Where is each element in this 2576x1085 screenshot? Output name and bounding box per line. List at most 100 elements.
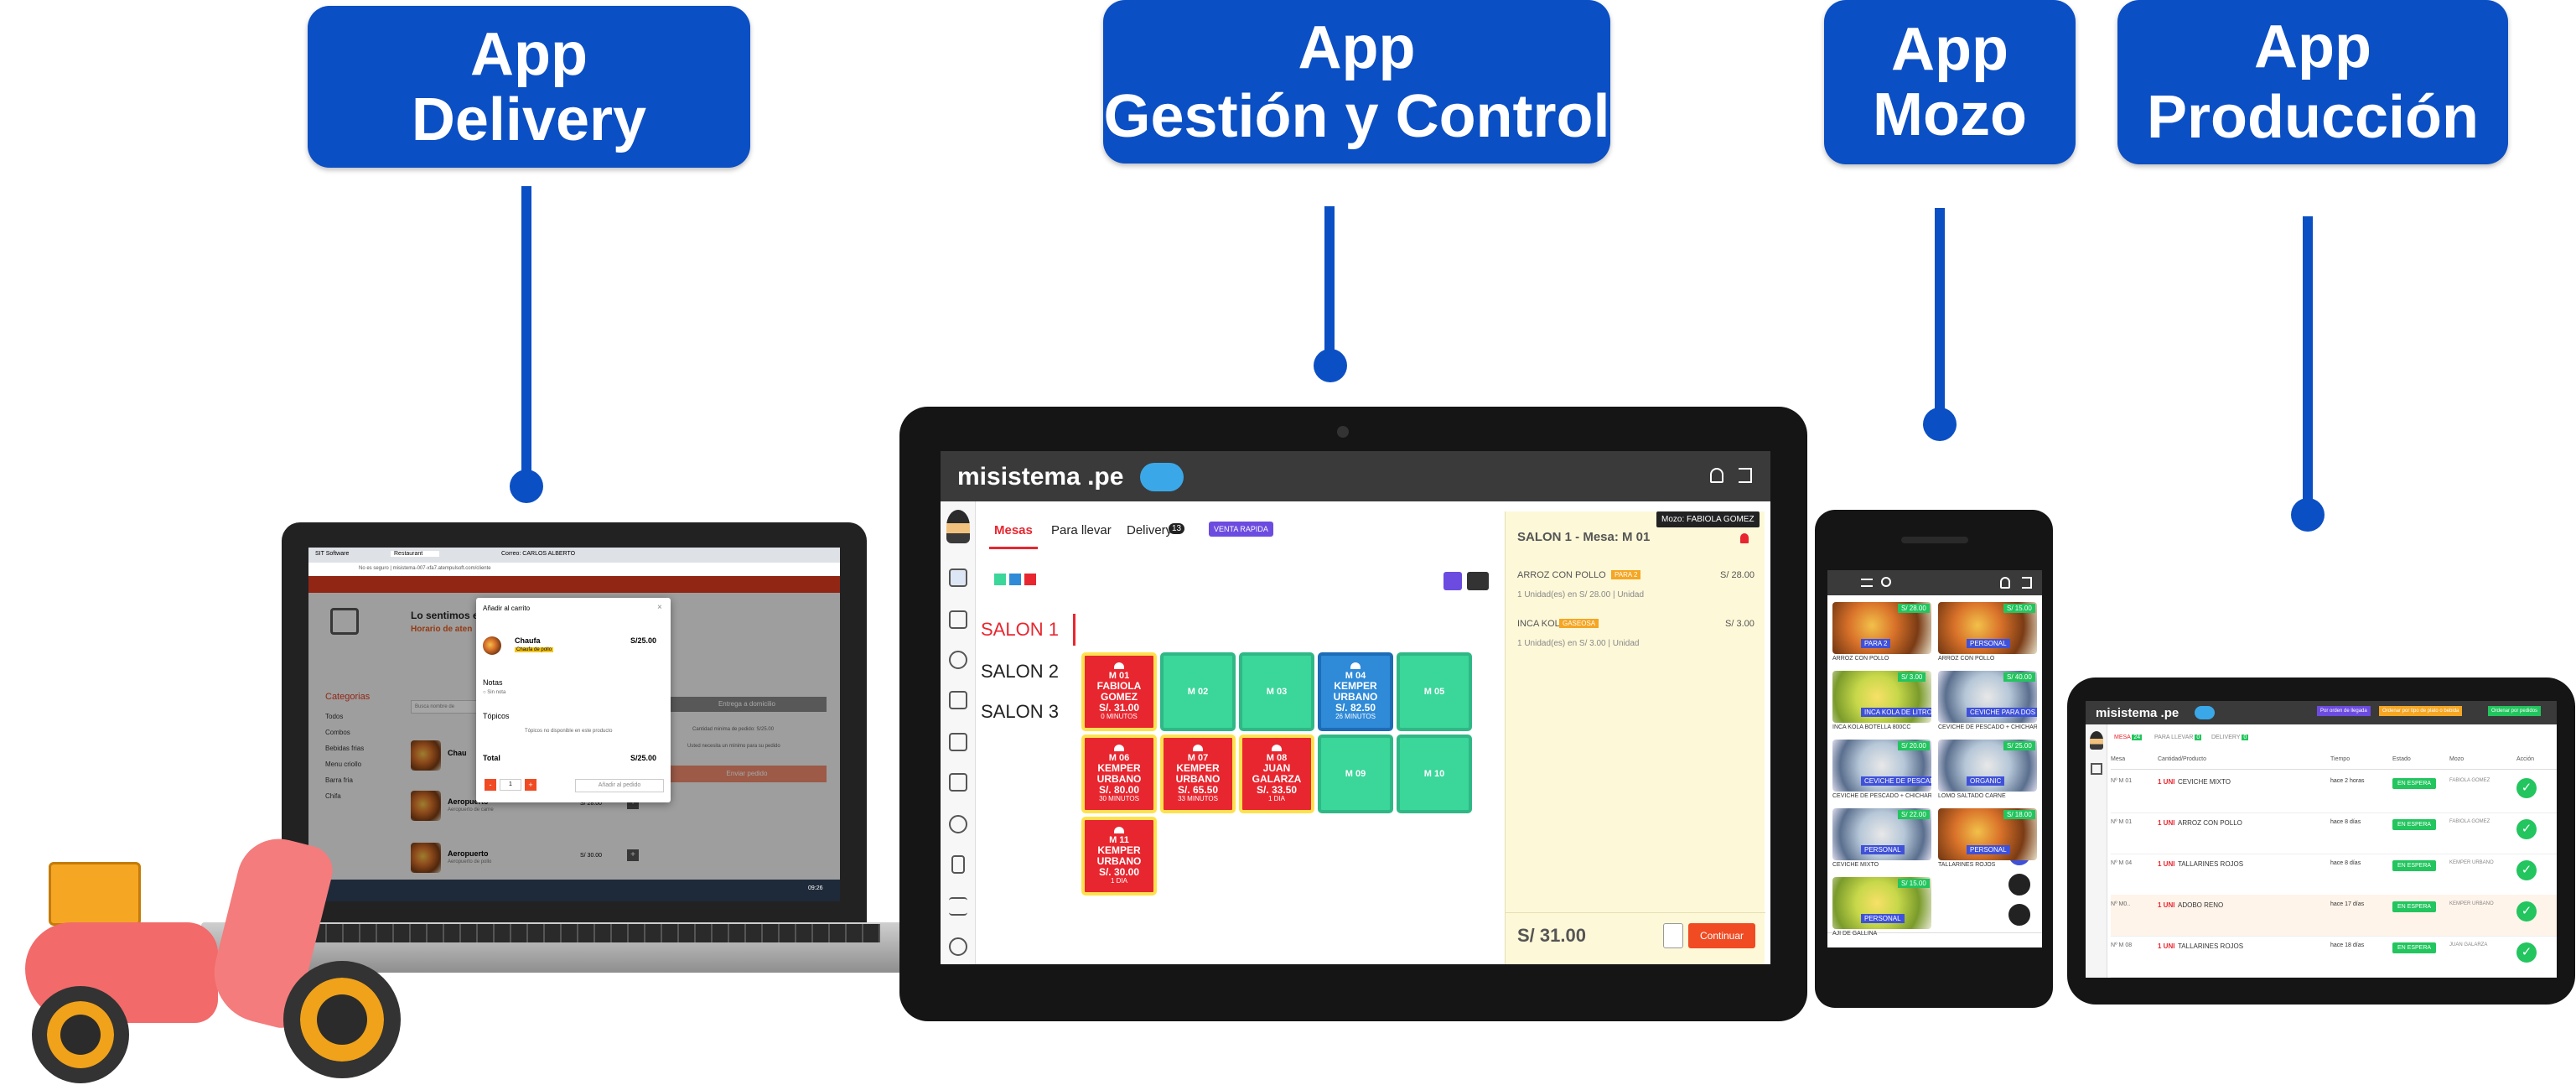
product-price: S/ 20.00 (1898, 741, 1930, 750)
delivery-button[interactable]: Entrega a domicilio (667, 697, 827, 712)
check-icon[interactable]: ✓ (2516, 778, 2537, 798)
check-icon[interactable]: ✓ (2516, 942, 2537, 963)
list-icon[interactable] (949, 897, 967, 916)
tab-count: 0 (2242, 735, 2249, 740)
logout-icon[interactable] (2022, 577, 2032, 589)
product-desc: Aeropuerto de pollo (448, 859, 492, 864)
status-badge[interactable]: EN ESPERA (2392, 860, 2437, 871)
check-icon[interactable]: ✓ (2516, 901, 2537, 921)
chef-icon[interactable] (949, 815, 967, 833)
undo-button[interactable] (1663, 923, 1683, 948)
layout-toggle-button[interactable] (1467, 572, 1489, 590)
status-badge[interactable]: EN ESPERA (2392, 778, 2437, 789)
tab-count: 0 (2195, 735, 2202, 740)
avatar[interactable] (946, 510, 970, 543)
browser-tab[interactable]: Correo: CARLOS ALBERTO (501, 551, 576, 557)
continue-button[interactable]: Continuar (1688, 923, 1755, 948)
tab-mesas[interactable]: Mesas (994, 523, 1033, 537)
qty-plus-button[interactable]: + (525, 779, 536, 791)
logout-icon[interactable] (1739, 468, 1752, 483)
product-name: TALLARINES ROJOS (1938, 862, 1996, 868)
browser-addressbar[interactable]: No es seguro | misistema-007-xfa7.atempu… (308, 563, 840, 576)
status-badge[interactable]: EN ESPERA (2392, 942, 2437, 953)
close-icon[interactable]: × (657, 603, 662, 612)
brand-title: misistema .pe (2096, 706, 2179, 720)
cart-icon[interactable] (949, 691, 967, 709)
qty-minus-button[interactable]: - (485, 779, 496, 791)
check-icon[interactable]: ✓ (2516, 860, 2537, 880)
legend-red (1024, 574, 1036, 585)
user-icon[interactable] (949, 651, 967, 669)
check-icon[interactable]: ✓ (2516, 819, 2537, 839)
qty-value[interactable]: 1 (500, 779, 521, 791)
category-item[interactable]: Bebidas frias (325, 745, 365, 752)
avatar[interactable] (2090, 731, 2103, 750)
tab-para-llevar[interactable]: PARA LLEVAR 0 (2154, 735, 2202, 740)
no-notes-option[interactable]: ○ Sin nota (483, 690, 506, 695)
status-badge[interactable]: EN ESPERA (2392, 819, 2437, 830)
filter-type-button[interactable]: Ordenar por tipo de plato o bebida (2379, 706, 2463, 716)
tab-mesa[interactable]: MESA 24 (2114, 735, 2143, 740)
table-card-m10[interactable]: M 10 (1397, 735, 1472, 813)
menu-icon[interactable] (1861, 579, 1873, 587)
orders-icon[interactable] (949, 568, 967, 587)
tablet-camera (1337, 426, 1349, 438)
mobile-icon[interactable] (951, 855, 965, 874)
delivery-button-label: Entrega a domicilio (718, 700, 776, 708)
order-item-tag: GASEOSA (1559, 619, 1599, 628)
badge-line1: App (2254, 13, 2371, 80)
waiter-icon[interactable] (1740, 533, 1749, 543)
product-image (483, 636, 501, 655)
add-product-button[interactable]: + (627, 849, 639, 861)
card-icon[interactable] (949, 733, 967, 751)
bell-icon[interactable] (2000, 577, 2010, 589)
settings-icon[interactable] (949, 937, 967, 956)
salon-1[interactable]: SALON 1 (981, 619, 1059, 640)
table-card-m03[interactable]: M 03 (1239, 652, 1314, 731)
browser-tab[interactable]: SIT Software (315, 551, 350, 557)
table-card-m09[interactable]: M 09 (1318, 735, 1393, 813)
filter-orders-button[interactable]: Ordenar por pedidos (2488, 706, 2542, 716)
status-badge[interactable]: EN ESPERA (2392, 901, 2437, 912)
bell-icon[interactable] (1710, 468, 1723, 483)
table-number: M 09 (1345, 768, 1366, 779)
tab-delivery[interactable]: DELIVERY 0 (2211, 735, 2249, 740)
order-panel: SALON 1 - Mesa: M 01 Mozo: FABIOLA GOMEZ… (1505, 511, 1765, 964)
floating-button[interactable] (2007, 872, 2032, 897)
category-item[interactable]: Combos (325, 729, 350, 736)
quick-sale-button[interactable]: VENTA RAPIDA (1209, 522, 1273, 537)
category-item[interactable]: Menu criollo (325, 761, 362, 768)
search-icon[interactable] (1881, 577, 1891, 587)
table-card-m02[interactable]: M 02 (1160, 652, 1236, 731)
monitor-icon[interactable] (949, 610, 967, 629)
refresh-button[interactable] (1443, 572, 1462, 590)
salon-3[interactable]: SALON 3 (981, 701, 1059, 722)
send-order-button[interactable]: Enviar pedido (667, 766, 827, 782)
floating-button[interactable] (2007, 902, 2032, 927)
add-to-order-button[interactable]: Añadir al pedido (575, 779, 664, 792)
category-item[interactable]: Barra fria (325, 776, 353, 784)
filter-arrival-button[interactable]: Por orden de llegada (2317, 706, 2371, 716)
salon-2[interactable]: SALON 2 (981, 661, 1059, 682)
browser-tab[interactable]: Restaurant (391, 551, 440, 557)
category-item[interactable]: Chifa (325, 792, 341, 800)
connector-dot (510, 470, 543, 503)
tab-para-llevar[interactable]: Para llevar (1051, 523, 1112, 537)
category-item[interactable]: Todos (325, 713, 344, 720)
table-card-m05[interactable]: M 05 (1397, 652, 1472, 731)
tab-delivery[interactable]: Delivery (1127, 523, 1173, 537)
orders-icon[interactable] (2091, 763, 2102, 775)
archive-icon[interactable] (949, 773, 967, 792)
row-qty: 1 UNI (2158, 901, 2175, 909)
